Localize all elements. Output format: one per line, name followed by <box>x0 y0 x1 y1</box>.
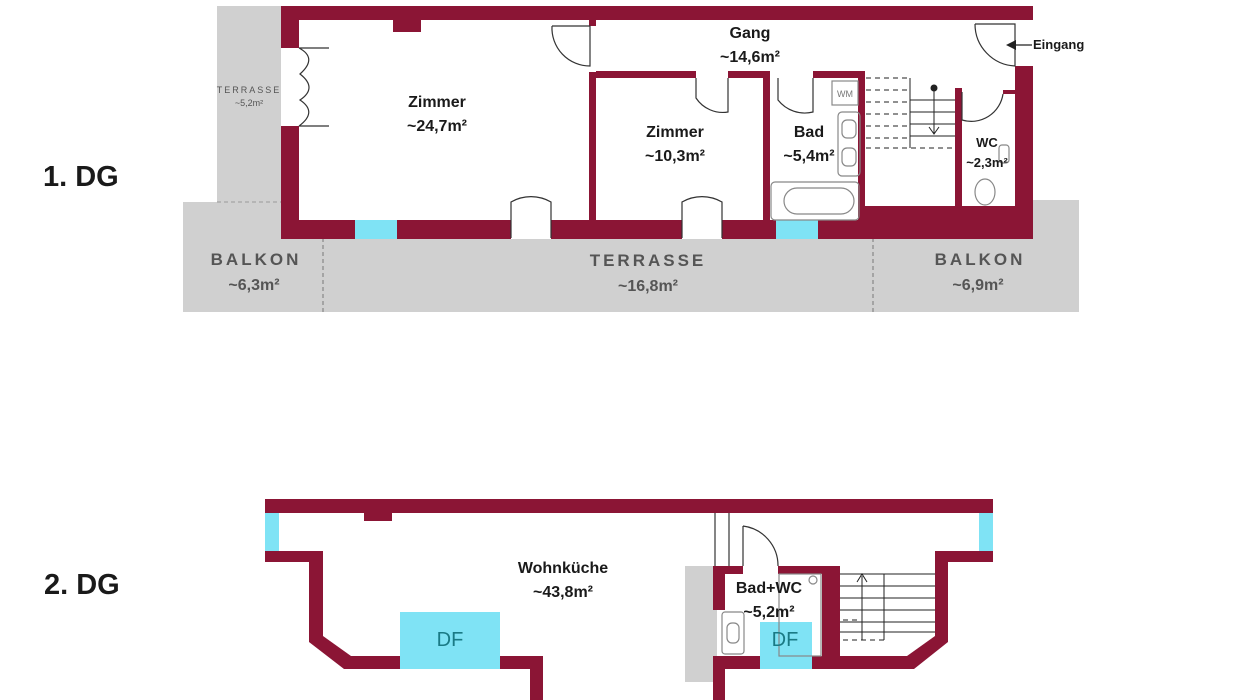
terrace-area-value: ~16,8m² <box>618 278 678 295</box>
floor-2-title: 2. DG <box>44 569 120 601</box>
washer-label: WM <box>837 89 853 99</box>
window-left <box>265 513 279 551</box>
floor-2-doors <box>714 513 779 567</box>
room-area-zimmer-small: ~10,3m² <box>645 148 705 165</box>
room-area-wc: ~2,3m² <box>966 155 1008 170</box>
floor-1-title: 1. DG <box>43 161 119 193</box>
skylight-label-wohnkueche: DF <box>437 629 464 651</box>
floor-2-plan: 2. DG Wohnküche ~43,8m² Bad+WC ~5,2m² DF… <box>44 499 993 700</box>
balcony-right-name: BALKON <box>935 250 1026 269</box>
window-bad <box>776 220 818 239</box>
room-name-bad-wc: Bad+WC <box>736 580 803 597</box>
terrace-side-name: TERRASSE <box>217 85 282 95</box>
terrace-side-area <box>217 6 281 202</box>
balcony-right-ext <box>1032 200 1079 240</box>
room-name-wc: WC <box>976 135 998 150</box>
room-name-gang: Gang <box>730 25 771 42</box>
terrace-side-area-value: ~5,2m² <box>235 98 263 108</box>
balcony-right-area-value: ~6,9m² <box>952 277 1003 294</box>
skylight-wohnkueche <box>400 612 500 669</box>
skylight-bad <box>760 622 812 669</box>
floor-1-plan: WM Eingang 1. DG Zimmer ~24,7m² Gang ~14… <box>43 6 1084 312</box>
toilet <box>974 178 996 206</box>
terrace-name: TERRASSE <box>590 251 707 270</box>
room-name-bad: Bad <box>794 124 824 141</box>
bathroom-fixtures-floor-1 <box>770 80 1010 221</box>
room-name-zimmer-small: Zimmer <box>646 124 704 141</box>
stairs-floor-1 <box>866 77 955 149</box>
terrace-area <box>281 238 873 312</box>
window-zimmer-large <box>355 220 397 239</box>
room-name-zimmer-large: Zimmer <box>408 94 466 111</box>
balcony-right-area <box>873 238 1079 312</box>
balcony-left-name: BALKON <box>211 250 302 269</box>
window-right <box>979 513 993 551</box>
room-area-gang: ~14,6m² <box>720 49 780 66</box>
room-area-bad-wc: ~5,2m² <box>743 604 794 621</box>
skylight-label-bad: DF <box>772 629 799 651</box>
room-area-bad: ~5,4m² <box>783 148 834 165</box>
bathtub <box>770 181 860 221</box>
room-name-wohnkueche: Wohnküche <box>518 560 608 577</box>
floor-1-doors <box>298 23 1016 238</box>
washing-machine <box>831 80 859 106</box>
balcony-left-area <box>183 202 281 312</box>
floor-1-walls <box>281 6 1033 239</box>
floor-2-outdoor-strip <box>685 566 717 682</box>
room-area-zimmer-large: ~24,7m² <box>407 118 467 135</box>
bathroom-fixtures-floor-2 <box>721 573 822 657</box>
entrance-label: Eingang <box>1033 37 1084 52</box>
room-area-wohnkueche: ~43,8m² <box>533 584 593 601</box>
entrance-arrow-icon <box>1006 40 1032 50</box>
stairs-floor-2 <box>840 573 935 641</box>
balcony-left-area-value: ~6,3m² <box>228 277 279 294</box>
